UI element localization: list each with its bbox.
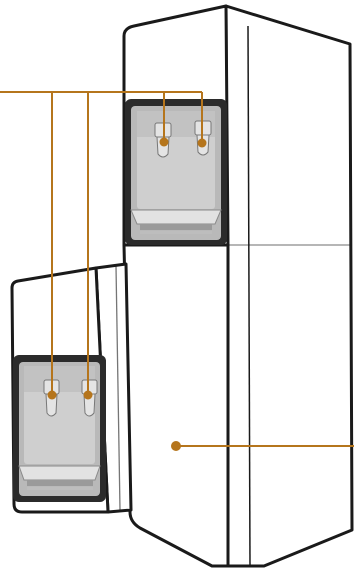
cabinet-callout [171,441,354,451]
tall-floor-standing-cooler [122,4,354,568]
taps-callout [0,91,203,394]
compact-cooler-dispensing-bay [13,355,106,502]
callout-dot-lower-right-tap [83,390,93,400]
callout-dot-cabinet [171,441,181,451]
compact-cooler-side-edge [115,265,121,511]
callout-dot-upper-right-tap [197,138,207,148]
compact-cooler-right-tap [81,379,98,417]
taps-callout-dots [47,137,207,400]
tall-cooler-side-panel [224,4,354,568]
callout-dot-lower-left-tap [47,390,57,400]
tall-cooler-cabinet [122,243,230,568]
tall-cooler-side-edge [247,25,251,567]
compact-countertop-cooler [10,262,133,514]
callout-dot-upper-left-tap [159,137,169,147]
tall-cooler-dispensing-bay [125,99,227,245]
